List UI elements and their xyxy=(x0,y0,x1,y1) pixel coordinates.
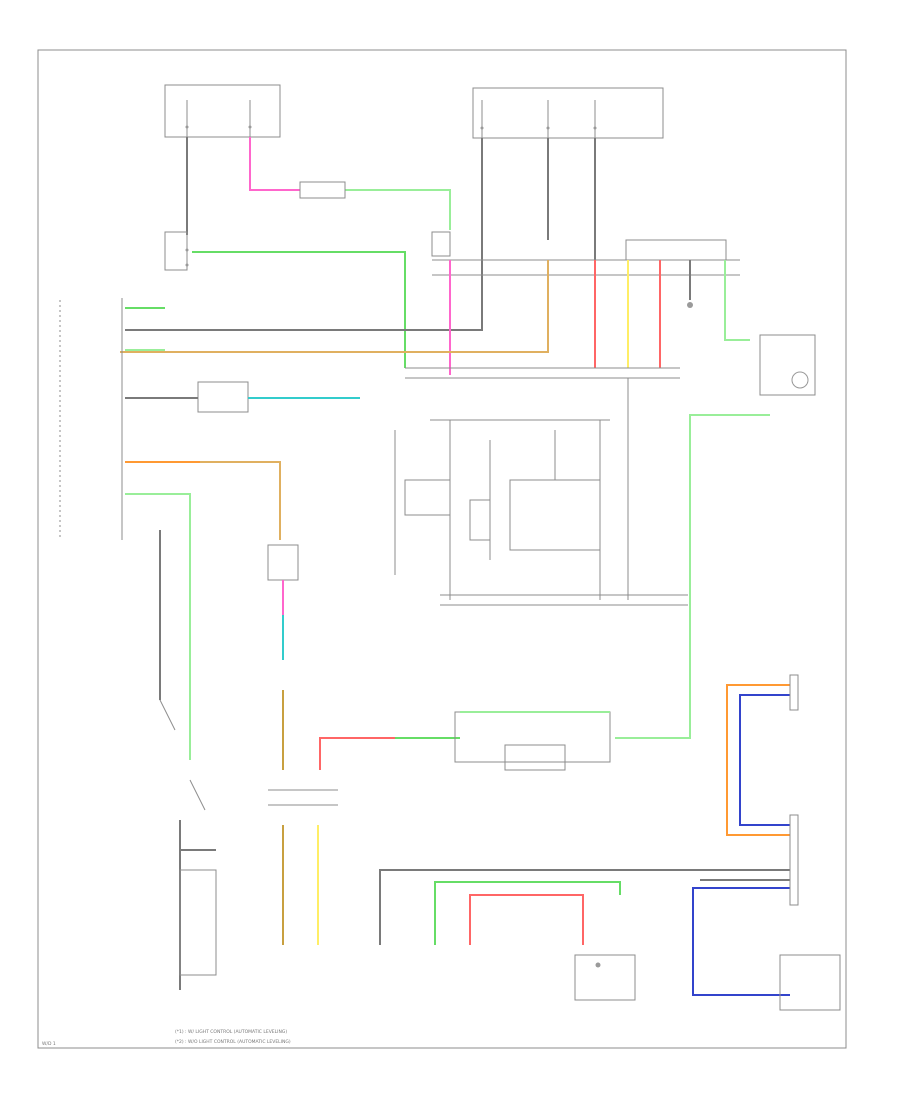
sensor-right xyxy=(615,334,816,739)
junction-center xyxy=(268,711,611,945)
fuse-block-right xyxy=(472,87,664,139)
footer-note-1: (*1) : W/ LIGHT CONTROL (AUTOMATIC LEVEL… xyxy=(175,1029,287,1035)
diagram-frame xyxy=(37,49,847,1049)
footer-notes: (*1) : W/ LIGHT CONTROL (AUTOMATIC LEVEL… xyxy=(42,1029,291,1047)
switch-left-lower xyxy=(159,699,217,990)
left-spine xyxy=(59,298,281,760)
page-mark: W/D 1 xyxy=(42,1041,56,1047)
power-source-ecu xyxy=(267,544,299,770)
connector-bus-bottom xyxy=(405,367,680,379)
right-connectors xyxy=(692,674,841,1011)
relay-left xyxy=(164,231,406,368)
switch-mid-left xyxy=(125,381,360,413)
footer-note-2: (*2) : W/O LIGHT CONTROL (AUTOMATIC LEVE… xyxy=(175,1039,291,1045)
left-feed-wires xyxy=(186,137,451,235)
ecu-block xyxy=(394,378,688,606)
lower-wiring xyxy=(379,869,790,1001)
right-feed-wires xyxy=(125,138,596,331)
connector-bus-top xyxy=(120,239,750,375)
fuse-block-left xyxy=(164,84,281,138)
